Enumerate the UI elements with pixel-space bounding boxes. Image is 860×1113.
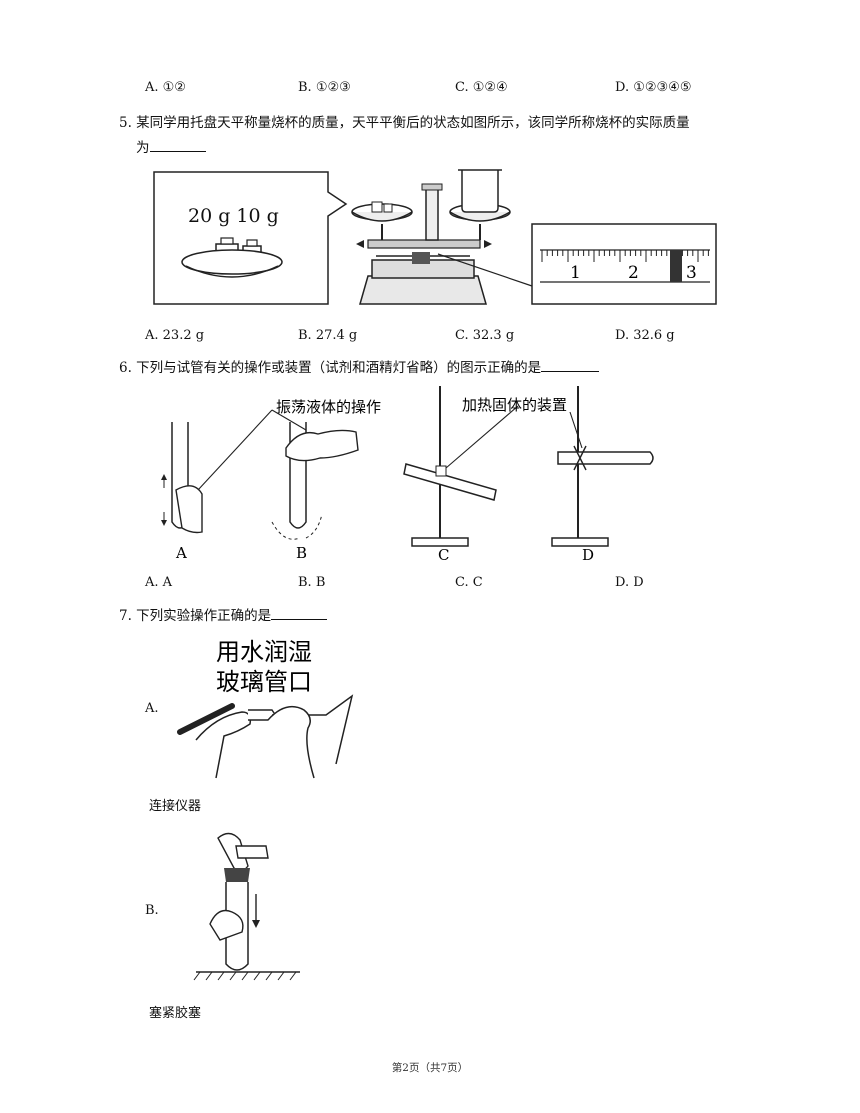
weight-label: 20 g 10 g [188,205,279,227]
q7-stem: 7. 下列实验操作正确的是 [119,604,328,624]
q5-option-a: A. 23.2 g [145,328,205,343]
answer-blank [149,139,206,152]
panel-letter-a: A [175,544,187,562]
q6-stem: 6. 下列与试管有关的操作或装置（试剂和酒精灯省略）的图示正确的是 [119,356,600,376]
tube-d [557,451,654,465]
q6-option-a: A. A [145,575,173,590]
img-text-line1: 用水润湿 [216,638,312,666]
scale-label-1: 1 [570,263,581,283]
q6-option-d: D. D [615,575,644,590]
panel-letter-b: B [296,544,307,562]
answer-blank [541,359,600,372]
right-hand [267,705,315,779]
q4-option-a: A. ①② [145,80,186,95]
callout-box [153,171,348,305]
panel-letter-c: C [438,546,449,564]
page-footer: 第2页（共7页） [391,1062,469,1074]
scale-label-2: 2 [628,263,639,283]
hand-grip [209,909,244,941]
q7-option-b-caption: 塞紧胶塞 [149,1006,202,1021]
q7-option-a-image: 用水润湿 玻璃管口 [177,638,354,779]
answer-blank [271,607,328,620]
q7-option-b-image [193,832,300,981]
balance-base [359,275,487,305]
tube-c [403,463,497,501]
hand-b [285,429,359,462]
q6-option-b: B. B [298,575,326,590]
scale-label-3: 3 [686,263,697,283]
heat-label: 加热固体的装置 [462,396,567,414]
table-hatch [193,971,297,981]
q4-option-b: B. ①②③ [298,80,351,95]
panel-letter-d: D [582,546,594,564]
shake-label: 振荡液体的操作 [276,398,381,416]
test-tube-figure: A 振荡液体的操作 B C 加热固体的装置 D [161,386,654,564]
rider [670,250,682,282]
q5-stem-line2: 为 [136,136,206,156]
q5-option-c: C. 32.3 g [455,328,515,343]
q4-option-c: C. ①②④ [455,80,508,95]
scale-ticks [541,250,709,262]
stand-base-c [411,537,469,547]
scale-inset [531,223,717,305]
q7-option-a-letter: A. [145,701,159,716]
balance-beam [367,239,481,249]
q6-option-c: C. C [455,575,483,590]
q7-option-b-letter: B. [145,903,159,918]
q7-option-a-caption: 连接仪器 [149,799,202,814]
stand-base-d [551,537,609,547]
q4-option-d: D. ①②③④⑤ [615,80,692,95]
q5-option-d: D. 32.6 g [615,328,675,343]
beaker [461,170,499,213]
rubber-stopper [224,868,250,882]
q5-stem-line1: 5. 某同学用托盘天平称量烧杯的质量，天平平衡后的状态如图所示，该同学所称烧杯的… [119,115,690,131]
rubber-tube [177,703,235,735]
balance-figure: 20 g 10 g 1 2 3 [153,169,717,305]
q5-option-b: B. 27.4 g [298,328,358,343]
hand-a [175,485,203,534]
img-text-line2: 玻璃管口 [216,668,312,696]
